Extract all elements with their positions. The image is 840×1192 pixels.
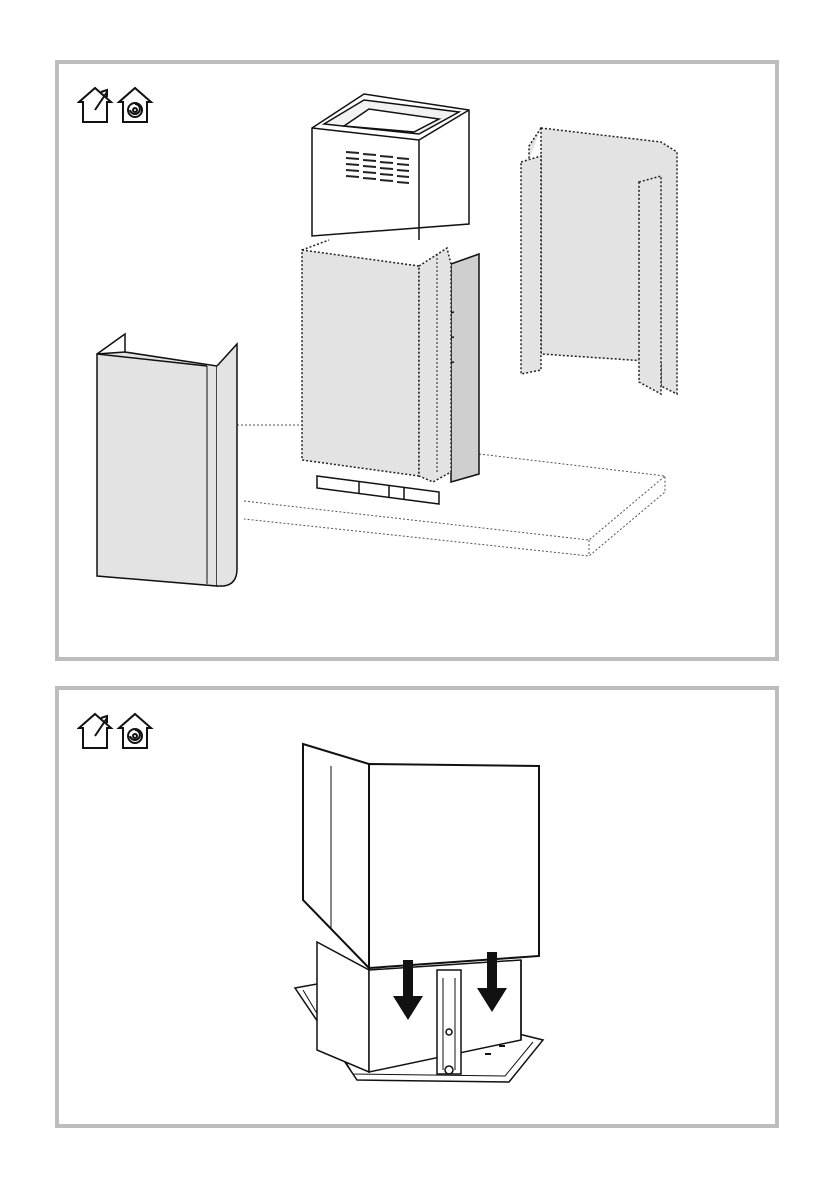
step-panel-2 [55, 686, 779, 1128]
upper-chimney-cover-front [302, 240, 451, 482]
step-panel-1 [55, 60, 779, 661]
lower-chimney-part [97, 334, 237, 586]
lower-chimney-cover [303, 744, 539, 968]
chimney-assembly-illustration [59, 64, 775, 657]
chimney-lowering-illustration [59, 690, 775, 1124]
upper-chimney-part-detached [521, 128, 677, 394]
support-column [437, 970, 461, 1074]
